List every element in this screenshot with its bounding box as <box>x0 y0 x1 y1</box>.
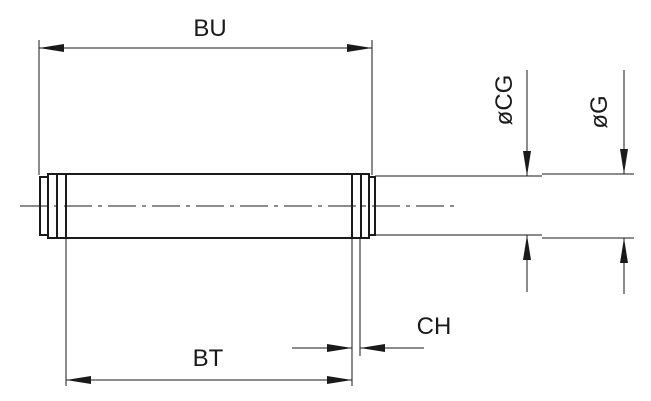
shaft-part <box>20 173 455 239</box>
g-arrow-bottom <box>620 238 628 263</box>
dimension-cg: øCG <box>375 70 542 292</box>
g-arrow-top <box>620 149 628 174</box>
bt-arrow-right <box>327 376 352 384</box>
bu-arrow-left <box>39 44 64 52</box>
bu-label: BU <box>193 15 226 42</box>
cg-arrow-top <box>523 151 531 176</box>
ch-label: CH <box>417 313 452 340</box>
g-label: øG <box>586 95 613 128</box>
bu-arrow-right <box>347 44 372 52</box>
ch-arrow-left <box>327 344 352 352</box>
bt-label: BT <box>193 345 224 372</box>
dimension-ch: CH <box>292 238 451 356</box>
dimension-g: øG <box>542 70 634 294</box>
dimension-bt: BT <box>65 238 353 386</box>
ch-arrow-right <box>360 344 385 352</box>
bt-arrow-left <box>66 376 91 384</box>
cg-label: øCG <box>491 75 518 126</box>
cg-arrow-bottom <box>523 235 531 260</box>
dimension-bu: BU <box>38 15 373 175</box>
